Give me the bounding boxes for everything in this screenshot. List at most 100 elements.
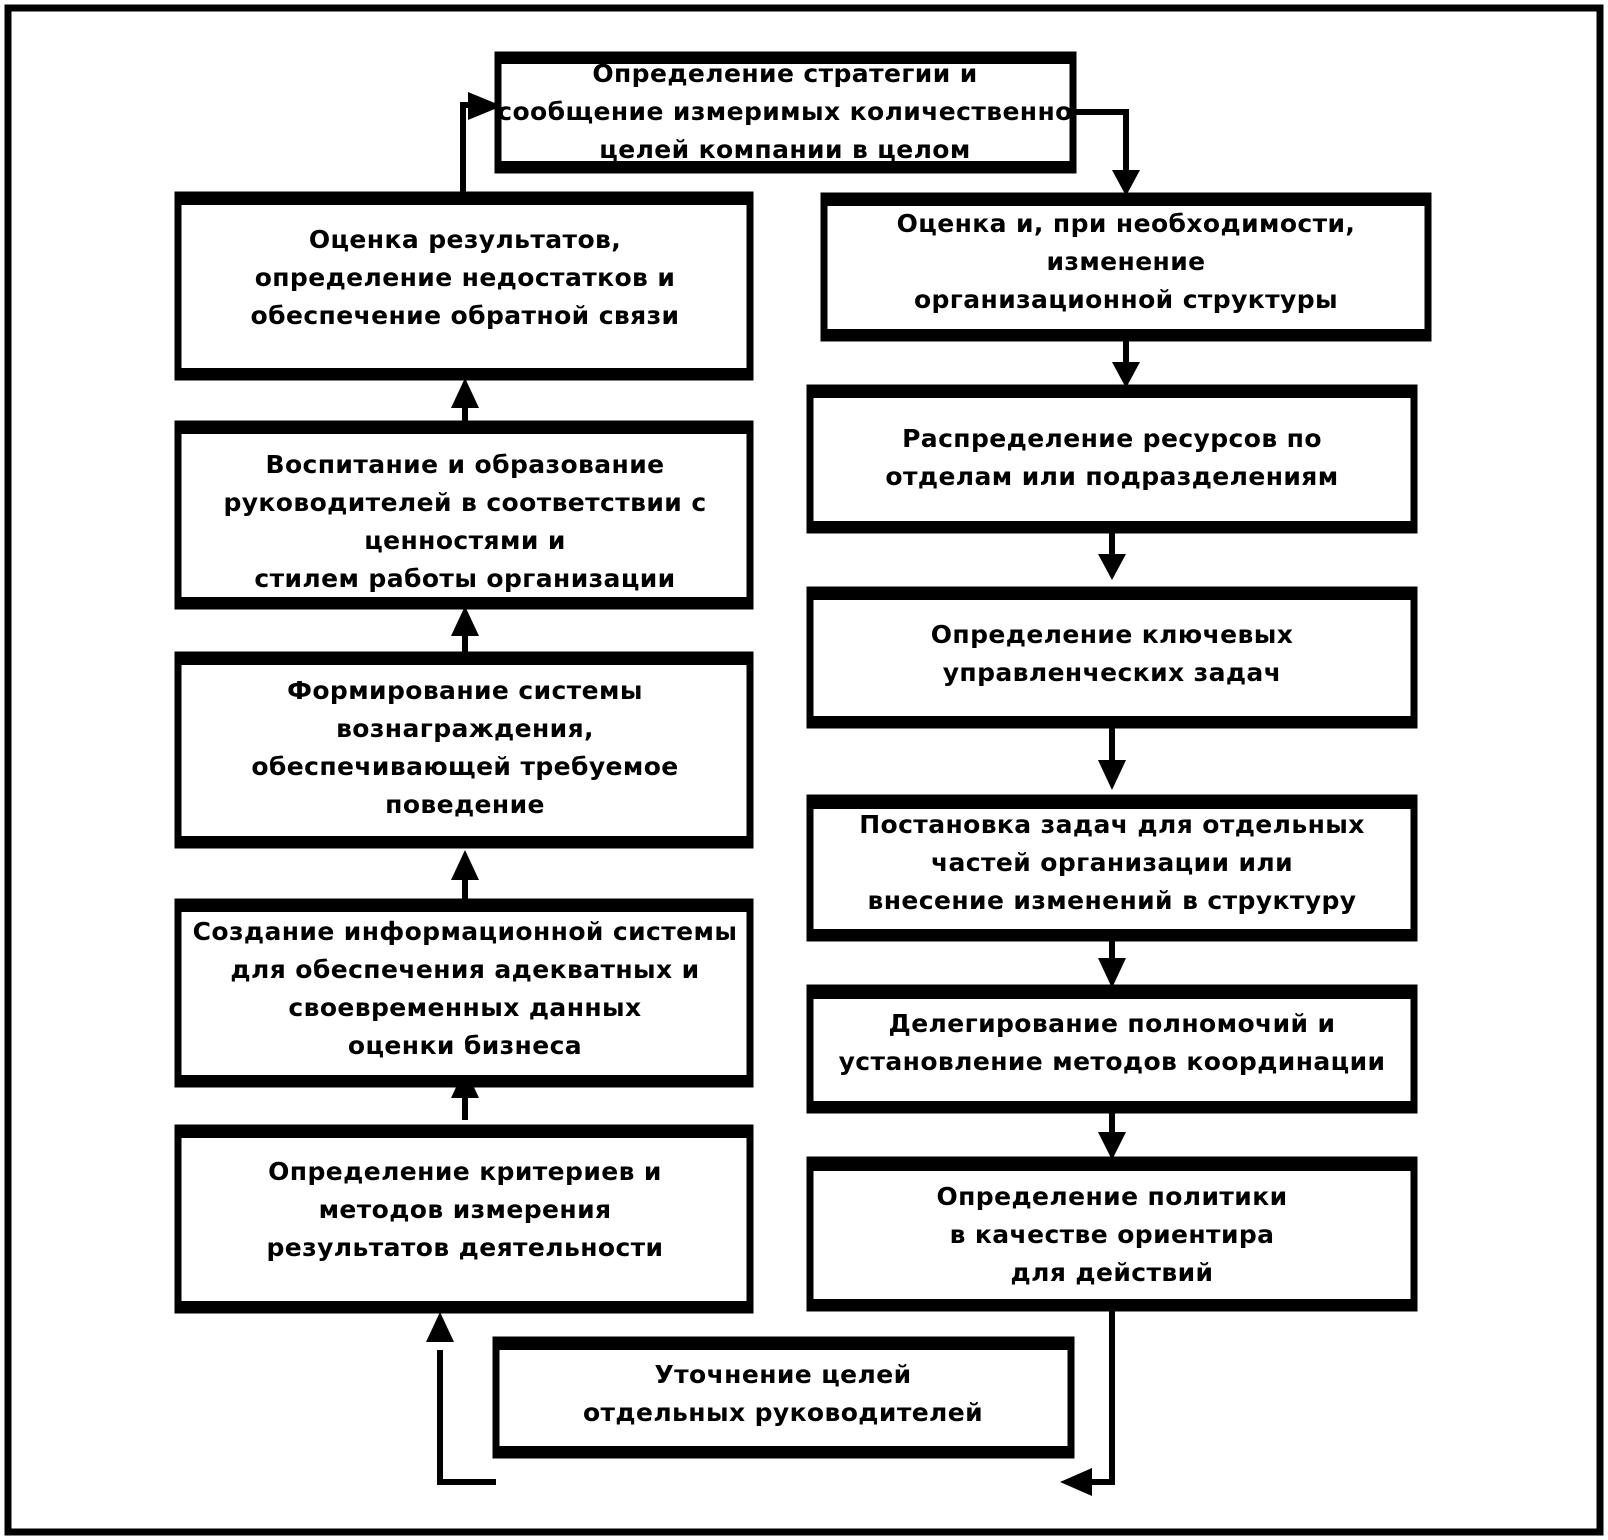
node-unit-tasks-bottom-edge — [810, 929, 1414, 938]
node-criteria[interactable]: Определение критериев и методов измерени… — [174, 1124, 754, 1314]
arrow-head-org-structure-to-resources — [1112, 362, 1140, 388]
node-key-tasks-line-2: управленческих задач — [943, 658, 1282, 687]
node-results-evaluation-line-2: определение недостатков и — [255, 263, 676, 292]
node-delegation-top-edge — [810, 988, 1414, 999]
node-criteria-line-3: результатов деятельности — [267, 1233, 664, 1262]
node-resources-bottom-edge — [810, 521, 1414, 530]
node-resources[interactable]: Распределение ресурсов по отделам или по… — [806, 384, 1418, 534]
arrow-head-delegation-to-policy — [1098, 1132, 1126, 1160]
node-strategy-line-1: Определение стратегии и — [592, 59, 977, 88]
diagram-frame — [4, 4, 1604, 1536]
node-information-system-line-3: своевременных данных — [288, 993, 641, 1022]
node-strategy-top-edge — [498, 55, 1073, 64]
node-key-tasks-bottom-edge — [810, 716, 1414, 725]
node-resources-top-edge — [810, 388, 1414, 398]
arrow-head-reward-system-to-education — [451, 606, 479, 636]
arrow-head-results-to-strategy — [468, 92, 502, 120]
node-strategy-line-3: целей компании в целом — [599, 135, 970, 164]
node-education-line-2: руководителей в соответствии с — [223, 488, 706, 517]
node-org-structure-line-1: Оценка и, при необходимости, — [897, 209, 1356, 238]
node-delegation-line-2: установление методов координации — [839, 1047, 1386, 1076]
node-org-structure-top-edge — [824, 196, 1428, 206]
arrow-head-policy-to-manager-goals — [1060, 1468, 1092, 1496]
node-criteria-line-1: Определение критериев и — [268, 1157, 662, 1186]
arrow-head-key-tasks-to-unit-tasks — [1098, 760, 1126, 790]
node-org-structure-line-2: изменение — [1046, 247, 1205, 276]
node-results-evaluation-line-1: Оценка результатов, — [309, 225, 621, 254]
node-unit-tasks-top-edge — [810, 798, 1414, 809]
node-criteria-box — [174, 1124, 754, 1314]
node-reward-system-top-edge — [178, 655, 750, 665]
node-results-evaluation-bottom-edge — [178, 368, 750, 377]
edge-strategy-to-org-structure — [1073, 109, 1129, 178]
node-key-tasks[interactable]: Определение ключевых управленческих зада… — [806, 586, 1418, 729]
node-delegation-line-1: Делегирование полномочий и — [889, 1009, 1336, 1038]
node-resources-line-1: Распределение ресурсов по — [902, 424, 1322, 453]
arrow-head-strategy-to-org-structure — [1112, 170, 1140, 196]
node-delegation-bottom-edge — [810, 1101, 1414, 1110]
node-manager-goals-bottom-edge — [496, 1446, 1071, 1455]
node-manager-goals-line-1: Уточнение целей — [654, 1360, 911, 1389]
node-policy-line-1: Определение политики — [936, 1182, 1287, 1211]
node-reward-system-line-4: поведение — [385, 790, 545, 819]
node-information-system-box — [174, 898, 754, 1088]
node-results-evaluation-top-edge — [178, 195, 750, 205]
node-information-system-line-4: оценки бизнеса — [348, 1031, 582, 1060]
node-policy[interactable]: Определение политики в качестве ориентир… — [806, 1156, 1418, 1312]
node-education-line-4: стилем работы организации — [254, 564, 675, 593]
node-information-system-top-edge — [178, 902, 750, 912]
node-results-evaluation-line-3: обеспечение обратной связи — [251, 301, 680, 330]
node-strategy-line-2: сообщение измеримых количественно — [497, 97, 1072, 126]
node-information-system-line-2: для обеспечения адекватных и — [230, 955, 699, 984]
node-information-system[interactable]: Создание информационной системы для обес… — [174, 898, 754, 1088]
node-manager-goals[interactable]: Уточнение целей отдельных руководителей — [492, 1336, 1075, 1459]
node-org-structure-line-3: организационной структуры — [914, 285, 1338, 314]
node-results-evaluation[interactable]: Оценка результатов, определение недостат… — [174, 191, 754, 381]
arrow-head-resources-to-key-tasks — [1098, 554, 1126, 580]
node-org-structure-bottom-edge — [824, 329, 1428, 338]
node-education-box — [174, 420, 754, 610]
node-manager-goals-line-2: отдельных руководителей — [583, 1398, 983, 1427]
node-manager-goals-top-edge — [496, 1340, 1071, 1350]
node-resources-line-2: отделам или подразделениям — [885, 462, 1338, 491]
node-information-system-line-1: Создание информационной системы — [193, 917, 738, 946]
node-key-tasks-top-edge — [810, 590, 1414, 600]
arrow-head-unit-tasks-to-delegation — [1098, 958, 1126, 988]
node-education-top-edge — [178, 424, 750, 434]
node-information-system-bottom-edge — [178, 1075, 750, 1084]
edge-policy-to-manager-goals — [1090, 1308, 1115, 1485]
node-reward-system-line-3: обеспечивающей требуемое — [251, 752, 678, 781]
node-reward-system-line-1: Формирование системы — [287, 676, 643, 705]
node-education-bottom-edge — [178, 597, 750, 606]
node-resources-box — [806, 384, 1418, 534]
node-education[interactable]: Воспитание и образование руководителей в… — [174, 420, 754, 610]
node-criteria-bottom-edge — [178, 1301, 750, 1310]
node-results-evaluation-box — [174, 191, 754, 381]
connector-layer — [426, 92, 1140, 1496]
edge-manager-goals-to-criteria — [437, 1350, 496, 1485]
node-key-tasks-line-1: Определение ключевых — [931, 620, 1294, 649]
node-delegation[interactable]: Делегирование полномочий и установление … — [806, 984, 1418, 1114]
node-criteria-line-2: методов измерения — [319, 1195, 612, 1224]
node-policy-line-2: в качестве ориентира — [950, 1220, 1275, 1249]
arrow-head-education-to-results-evaluation — [451, 378, 479, 408]
edge-results-to-strategy — [460, 102, 470, 195]
node-unit-tasks[interactable]: Постановка задач для отдельных частей ор… — [806, 794, 1418, 942]
node-unit-tasks-line-1: Постановка задач для отдельных — [859, 810, 1365, 839]
node-unit-tasks-line-3: внесение изменений в структуру — [868, 886, 1357, 915]
node-org-structure[interactable]: Оценка и, при необходимости, изменение о… — [820, 192, 1432, 342]
node-strategy-box — [494, 51, 1077, 174]
node-strategy[interactable]: Определение стратегии и сообщение измери… — [494, 51, 1077, 174]
node-unit-tasks-line-2: частей организации или — [931, 848, 1293, 877]
node-strategy-bottom-edge — [498, 161, 1073, 170]
node-policy-bottom-edge — [810, 1299, 1414, 1308]
node-policy-line-3: для действий — [1011, 1258, 1214, 1287]
node-policy-top-edge — [810, 1160, 1414, 1171]
node-reward-system-bottom-edge — [178, 836, 750, 845]
node-reward-system[interactable]: Формирование системы вознаграждения, обе… — [174, 651, 754, 849]
node-reward-system-line-2: вознаграждения, — [336, 714, 594, 743]
arrow-head-manager-goals-to-criteria — [426, 1312, 454, 1342]
node-education-line-3: ценностями и — [364, 526, 566, 555]
